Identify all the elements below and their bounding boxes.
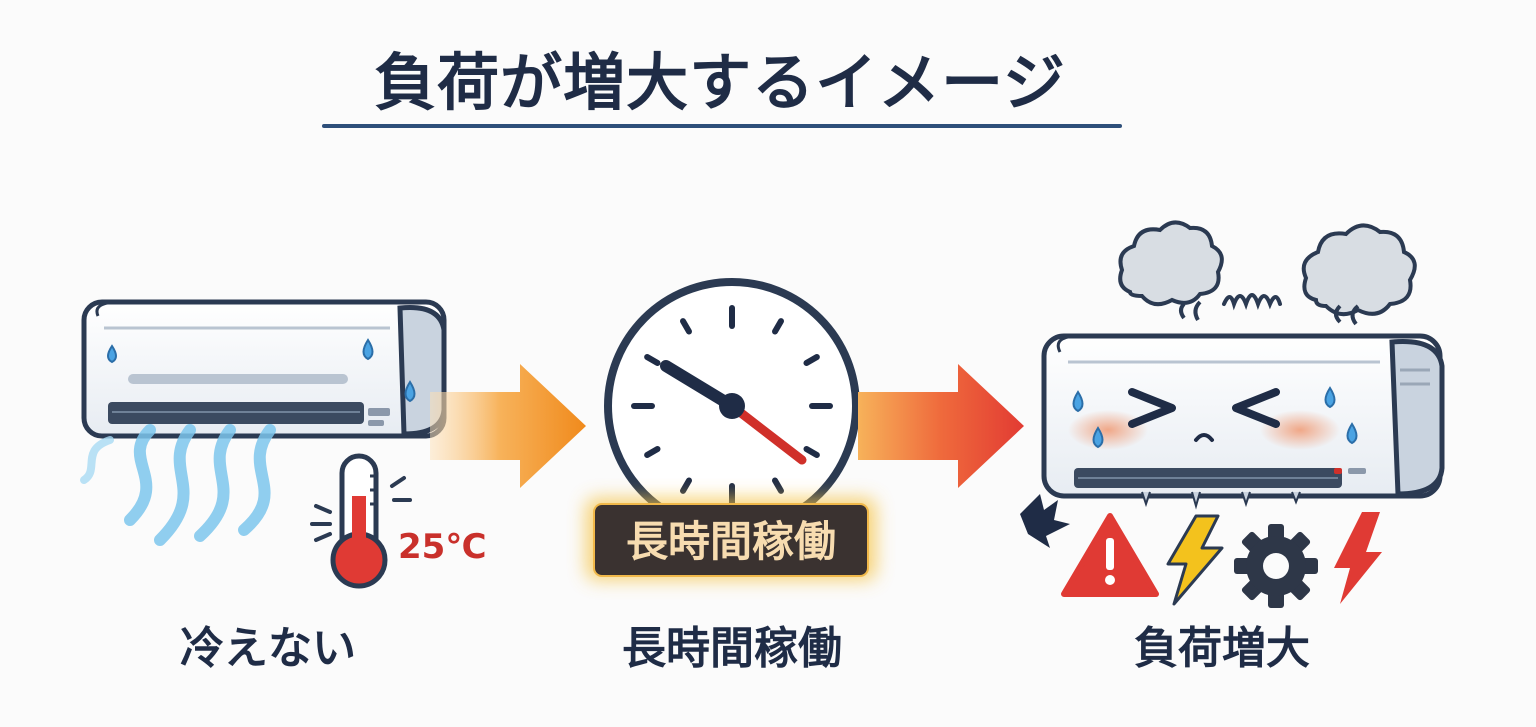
clock-badge: 長時間稼働 <box>586 498 876 580</box>
title-underline <box>322 124 1122 128</box>
clock-tick <box>772 318 784 335</box>
clock-tick <box>803 446 820 458</box>
step-2-label: 長時間稼働 <box>622 623 842 674</box>
gear-icon <box>1234 524 1318 608</box>
arrow-1-icon <box>430 364 586 488</box>
clock-tick <box>644 354 661 366</box>
step-1-label: 冷えない <box>180 623 356 674</box>
thermometer-icon <box>310 453 412 589</box>
air-conditioner-weak-icon <box>81 299 447 439</box>
lightning-bolt-icon <box>1166 514 1224 606</box>
crack-mark-icon <box>1020 494 1070 548</box>
step-3-label: 負荷増大 <box>1134 623 1310 674</box>
temperature-reading: 25℃ <box>398 527 487 567</box>
clock-tick <box>680 318 692 335</box>
arrow-2-icon <box>858 364 1024 488</box>
clock-tick <box>680 477 692 494</box>
steam-cloud-icon <box>1118 220 1417 326</box>
diagram-title: 負荷が増大するイメージ <box>374 46 1066 119</box>
clock-icon <box>604 278 860 534</box>
clock-badge-text: 長時間稼働 <box>626 517 836 566</box>
clock-tick <box>803 354 820 366</box>
overheated-air-conditioner-icon <box>1041 333 1445 510</box>
red-spark-icon <box>1334 512 1382 604</box>
heat-wave-icon <box>1222 293 1282 311</box>
clock-tick <box>772 477 784 494</box>
warning-triangle-icon <box>1061 513 1159 597</box>
cool-air-flow-icon <box>80 424 276 546</box>
clock-tick <box>644 446 661 458</box>
